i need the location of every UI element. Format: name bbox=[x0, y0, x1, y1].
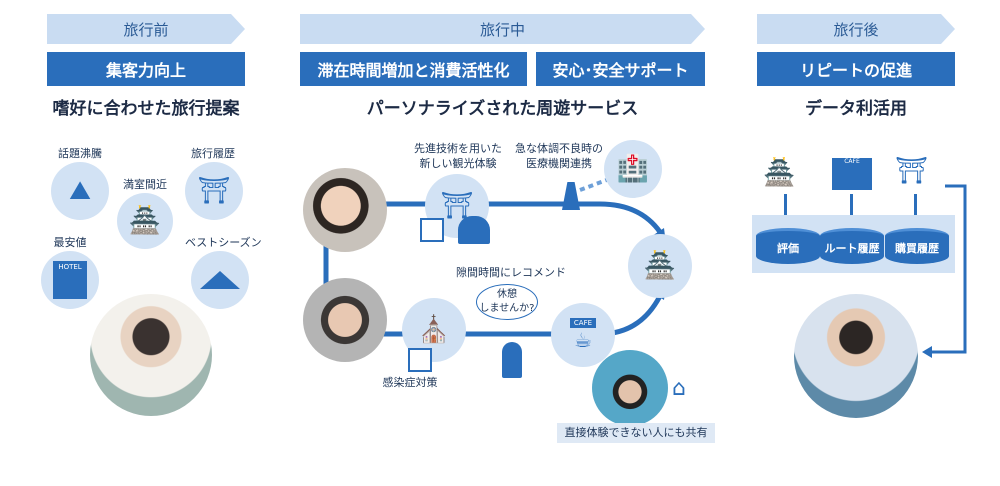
ryokan-icon: 🏯 bbox=[763, 158, 796, 188]
subtitle-after: データ利活用 bbox=[805, 99, 907, 119]
label-tech: 先進技術を用いた新しい観光体験 bbox=[414, 142, 502, 170]
label-almost-full: 満室間近 bbox=[123, 178, 167, 191]
phase-before: 旅行前 bbox=[47, 14, 245, 44]
ryokan-icon: 🏯 bbox=[117, 193, 173, 249]
cafe-icon: CAFE☕ bbox=[551, 303, 615, 367]
phase-after: 旅行後 bbox=[757, 14, 955, 44]
cafe-sign: CAFE bbox=[569, 318, 597, 328]
label-medical: 急な体調不良時の医療機関連携 bbox=[515, 142, 603, 170]
sick-person-icon bbox=[562, 182, 580, 210]
house-icon: ⌂ bbox=[672, 376, 686, 401]
family-photo bbox=[303, 168, 387, 252]
vr-headset-photo bbox=[592, 350, 668, 426]
goal-attract: 集客力向上 bbox=[47, 52, 245, 86]
inn-icon: 🏯 bbox=[628, 234, 692, 298]
speech-bubble: 休憩しませんか? bbox=[476, 284, 538, 320]
connector bbox=[784, 194, 787, 216]
woman-reviewing-photo bbox=[794, 294, 918, 418]
goal-stay: 滞在時間増加と消費活性化 bbox=[300, 52, 527, 86]
db-ratings: 評価 bbox=[756, 228, 820, 264]
hotel-icon: HOTEL bbox=[41, 251, 99, 309]
woman-with-phone-photo bbox=[90, 294, 212, 416]
elderly-woman-photo bbox=[303, 278, 387, 362]
face-recognition-icon bbox=[420, 218, 444, 242]
torii-icon: ⛩ bbox=[185, 162, 243, 220]
temple-bridge-icon: ⛩ bbox=[895, 156, 929, 186]
label-recommend: 隙間時間にレコメンド bbox=[456, 266, 566, 279]
label-history: 旅行履歴 bbox=[191, 147, 235, 160]
db-route-history: ルート履歴 bbox=[820, 228, 884, 264]
person-icon bbox=[458, 216, 490, 244]
goal-safety: 安心･安全サポート bbox=[536, 52, 705, 86]
face-check-icon bbox=[408, 348, 432, 372]
person-with-phone-icon bbox=[502, 342, 522, 378]
label-trending: 話題沸騰 bbox=[58, 147, 102, 160]
label-best-season: ベストシーズン bbox=[185, 236, 262, 249]
hotel-sign: HOTEL bbox=[53, 261, 87, 299]
subtitle-before: 嗜好に合わせた旅行提案 bbox=[52, 99, 240, 119]
phase-during: 旅行中 bbox=[300, 14, 705, 44]
mount-fuji-icon bbox=[191, 251, 249, 309]
subtitle-during: パーソナライズされた周遊サービス bbox=[366, 99, 639, 119]
db-purchase-history: 購買履歴 bbox=[885, 228, 949, 264]
label-infection: 感染症対策 bbox=[382, 376, 438, 389]
cafe-sign: CAFE bbox=[844, 158, 860, 165]
goal-repeat: リピートの促進 bbox=[757, 52, 955, 86]
label-share: 直接体験できない人にも共有 bbox=[557, 423, 715, 443]
hospital-icon: 🏥 bbox=[604, 140, 662, 198]
bridge-icon: ⛰ bbox=[51, 162, 109, 220]
label-cheapest: 最安値 bbox=[53, 236, 87, 249]
cafe-store-icon: CAFE bbox=[832, 158, 872, 190]
connector bbox=[850, 194, 853, 216]
temple-icon: ⛪ bbox=[402, 298, 466, 362]
connector bbox=[914, 194, 917, 216]
